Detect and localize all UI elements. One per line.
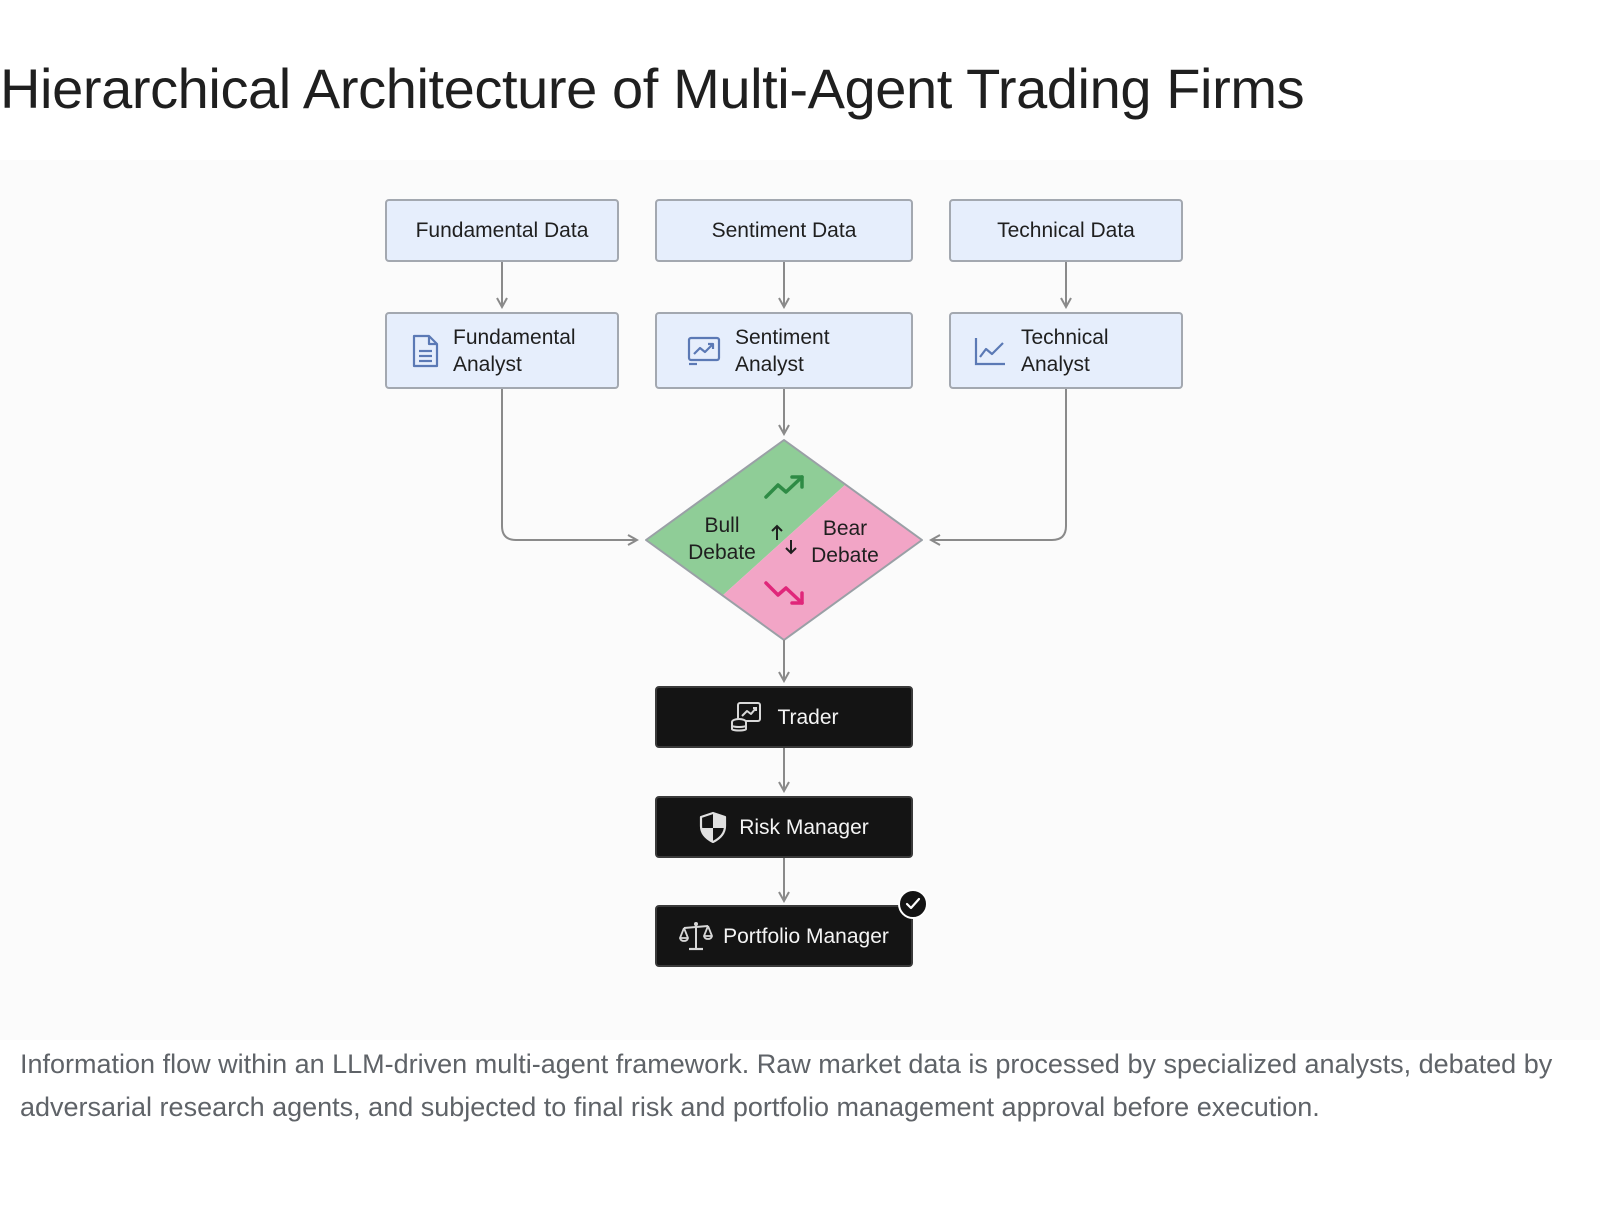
portfolio-manager-label: Portfolio Manager [723, 924, 889, 948]
scales-icon [679, 920, 714, 952]
risk-manager-label: Risk Manager [739, 815, 869, 839]
sentiment-analyst-label-line1: Sentiment [735, 325, 830, 349]
sentiment-data-node: Sentiment Data [655, 199, 913, 262]
figure-caption: Information flow within an LLM-driven mu… [20, 1049, 1553, 1122]
bear-debate-label-line2: Debate [811, 544, 879, 567]
trading-monitor-icon [729, 700, 763, 734]
sentiment-analyst-label-line2: Analyst [735, 352, 804, 376]
fundamental-data-label: Fundamental Data [415, 219, 589, 242]
bull-debate-half [646, 440, 846, 596]
fundamental-analyst-node: Fundamental Analyst [385, 312, 619, 389]
sentiment-data-label: Sentiment Data [711, 219, 857, 242]
technical-analyst-node: Technical Analyst [949, 312, 1183, 389]
trader-label: Trader [777, 705, 839, 729]
technical-analyst-label-line1: Technical [1021, 325, 1109, 349]
trending-down-icon [764, 581, 804, 605]
bull-debate-label: Bull Debate [667, 512, 777, 566]
connector-technical-analyst-to-debate [931, 389, 1067, 540]
checkmark-icon [898, 889, 928, 919]
trend-chart-icon [687, 335, 721, 367]
sentiment-analyst-node: Sentiment Analyst [655, 312, 913, 389]
technical-analyst-label: Technical Analyst [1021, 324, 1109, 378]
technical-data-label: Technical Data [997, 219, 1135, 242]
risk-manager-node: Risk Manager [655, 796, 913, 858]
bear-debate-label-line1: Bear [822, 517, 868, 540]
shield-icon [699, 811, 727, 843]
trending-up-icon [764, 475, 804, 499]
portfolio-manager-node: Portfolio Manager [655, 905, 913, 967]
fundamental-analyst-label: Fundamental Analyst [453, 324, 576, 378]
bear-debate-half [722, 484, 922, 640]
line-chart-icon [973, 335, 1007, 367]
connector-fundamental-analyst-to-debate [501, 389, 637, 540]
bear-debate-label: Bear Debate [790, 515, 900, 569]
trader-node: Trader [655, 686, 913, 748]
up-down-arrows-icon [771, 524, 797, 555]
bull-debate-label-line2: Debate [688, 541, 756, 564]
sentiment-analyst-label: Sentiment Analyst [735, 324, 830, 378]
document-icon [411, 334, 439, 368]
page-title: Hierarchical Architecture of Multi-Agent… [0, 57, 1305, 120]
fundamental-data-node: Fundamental Data [385, 199, 619, 262]
technical-analyst-label-line2: Analyst [1021, 352, 1090, 376]
fundamental-analyst-label-line2: Analyst [453, 352, 522, 376]
bull-debate-label-line1: Bull [704, 514, 740, 537]
fundamental-analyst-label-line1: Fundamental [453, 325, 576, 349]
technical-data-node: Technical Data [949, 199, 1183, 262]
